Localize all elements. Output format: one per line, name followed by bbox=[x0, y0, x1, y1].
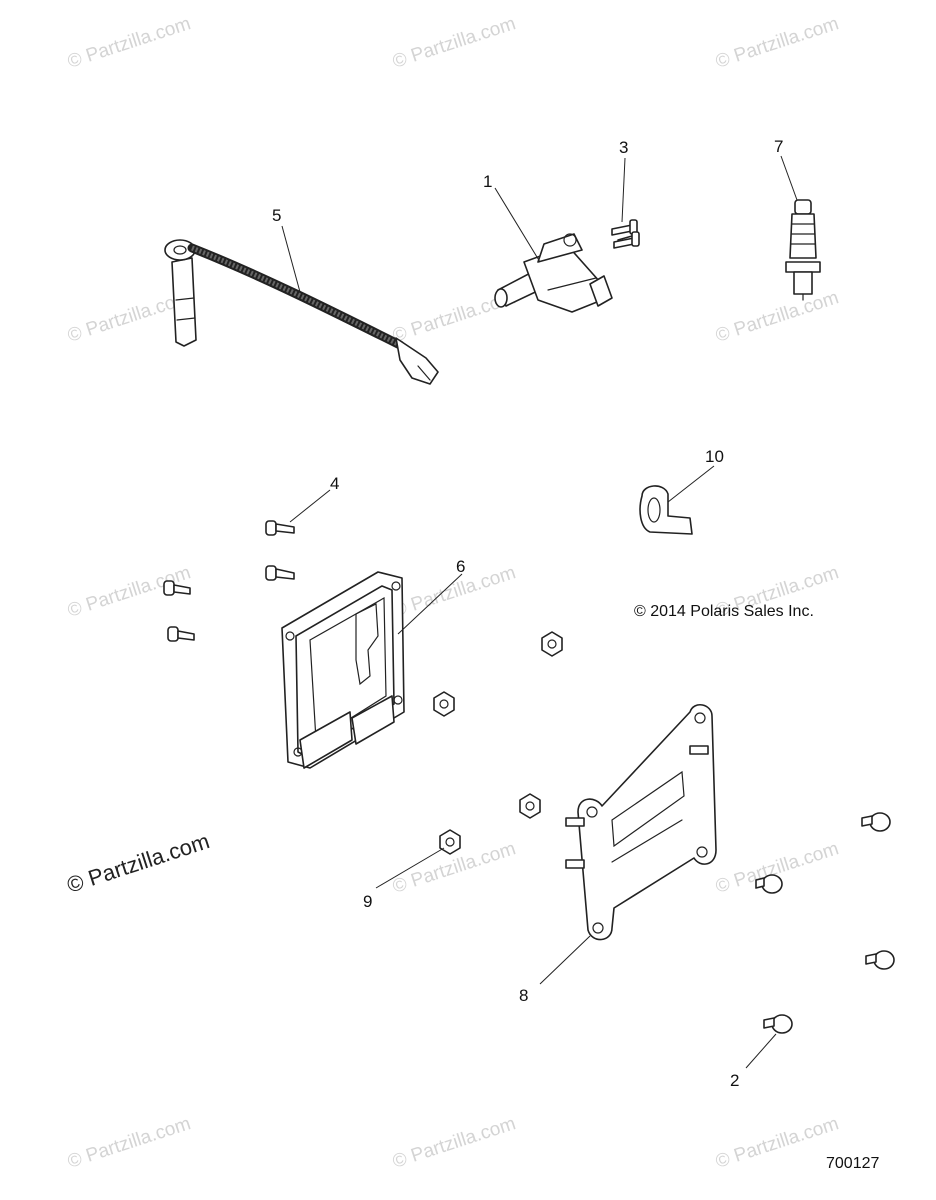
leader-lines bbox=[281, 155, 798, 1069]
callout-8[interactable]: 8 bbox=[519, 986, 528, 1005]
watermark: © Partzilla.com bbox=[713, 1113, 841, 1173]
drawing-number: 700127 bbox=[826, 1155, 879, 1172]
spark-plug-wire-icon[interactable] bbox=[164, 239, 439, 385]
ecu-bolt-icon[interactable] bbox=[163, 520, 295, 642]
watermark-highlight: © Partzilla.com bbox=[64, 828, 213, 898]
mounting-bracket-icon[interactable] bbox=[565, 704, 717, 941]
spark-plug-icon[interactable] bbox=[785, 199, 821, 301]
callout-1[interactable]: 1 bbox=[483, 172, 492, 191]
p-clamp-icon[interactable] bbox=[639, 485, 693, 535]
callout-4[interactable]: 4 bbox=[330, 474, 339, 493]
callout-10[interactable]: 10 bbox=[705, 447, 724, 466]
coil-screw-icon[interactable] bbox=[611, 219, 640, 249]
ignition-coil-icon[interactable] bbox=[494, 233, 613, 313]
watermark: © Partzilla.com bbox=[65, 13, 193, 73]
copyright-notice: © 2014 Polaris Sales Inc. bbox=[634, 603, 814, 620]
callouts: 1 2 3 4 5 6 7 8 9 10 bbox=[272, 137, 783, 1090]
watermark: © Partzilla.com bbox=[65, 1113, 193, 1173]
callout-9[interactable]: 9 bbox=[363, 892, 372, 911]
callout-2[interactable]: 2 bbox=[730, 1071, 739, 1090]
bracket-screw-icon[interactable] bbox=[755, 812, 895, 1034]
ecu-module-icon[interactable] bbox=[281, 571, 405, 769]
watermark: © Partzilla.com bbox=[390, 13, 518, 73]
callout-6[interactable]: 6 bbox=[456, 557, 465, 576]
callout-7[interactable]: 7 bbox=[774, 137, 783, 156]
watermark: © Partzilla.com bbox=[713, 13, 841, 73]
callout-5[interactable]: 5 bbox=[272, 206, 281, 225]
watermark: © Partzilla.com bbox=[390, 1113, 518, 1173]
watermark: © Partzilla.com bbox=[390, 562, 518, 622]
watermark: © Partzilla.com bbox=[713, 287, 841, 347]
hex-nut-icon[interactable] bbox=[433, 631, 563, 855]
callout-3[interactable]: 3 bbox=[619, 138, 628, 157]
